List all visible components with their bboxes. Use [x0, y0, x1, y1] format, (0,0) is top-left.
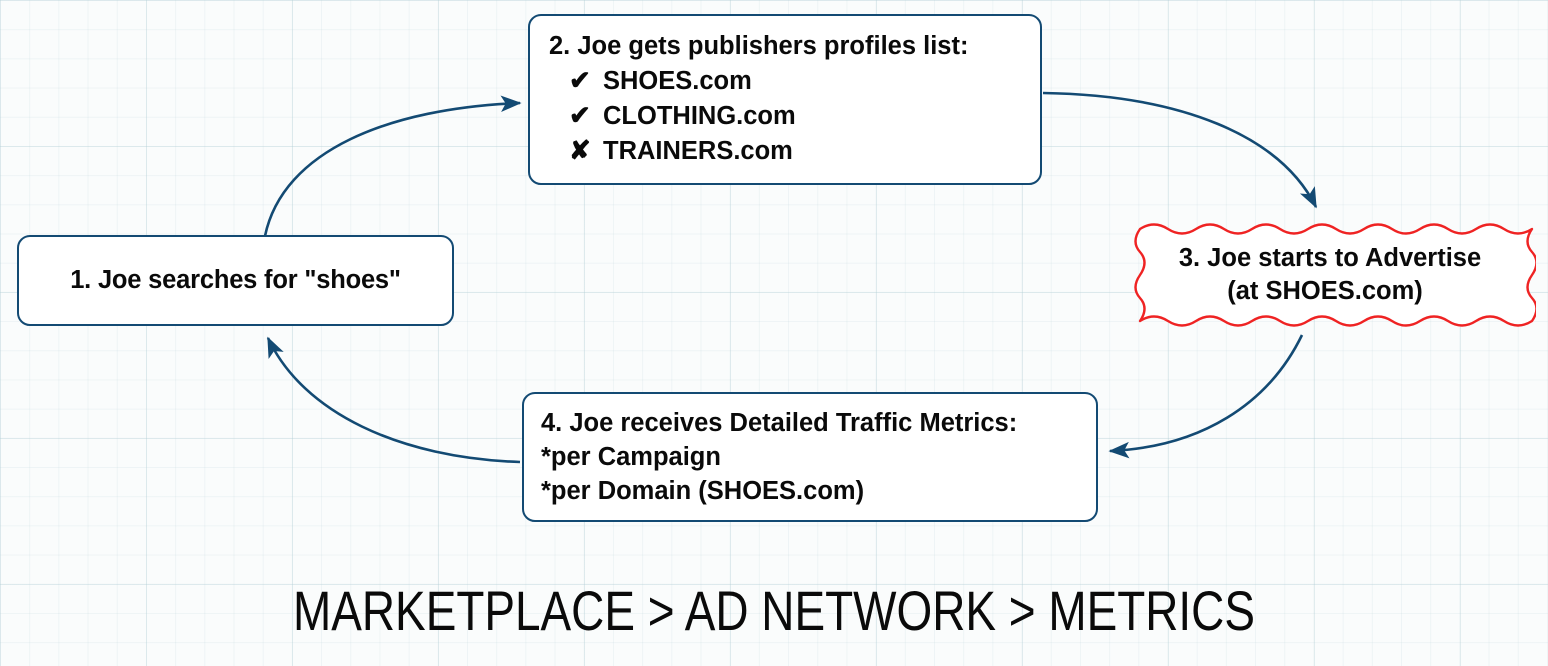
cross-mark-icon: ✘	[569, 135, 591, 165]
step4-line2: *per Campaign	[541, 443, 721, 471]
node-step4-metrics[interactable]: 4. Joe receives Detailed Traffic Metrics…	[522, 392, 1098, 522]
check-mark-icon: ✔	[569, 65, 591, 95]
step3-line1: 3. Joe starts to Advertise	[1178, 244, 1482, 272]
publisher-list: ✔ SHOES.com ✔ CLOTHING.com ✘ TRAINERS.co…	[549, 63, 1040, 168]
step3-line2: (at SHOES.com)	[1227, 277, 1423, 305]
node-step1-search[interactable]: 1. Joe searches for "shoes"	[17, 235, 454, 326]
list-item[interactable]: ✘ TRAINERS.com	[569, 133, 1040, 168]
step1-text: 1. Joe searches for "shoes"	[70, 266, 401, 294]
scalloped-border-shape	[1134, 223, 1536, 327]
step4-line1: 4. Joe receives Detailed Traffic Metrics…	[541, 409, 1018, 437]
step4-line3: *per Domain (SHOES.com)	[541, 477, 865, 505]
step3-text-block: 3. Joe starts to Advertise (at SHOES.com…	[1124, 221, 1536, 329]
publisher-name: TRAINERS.com	[603, 137, 793, 165]
node-step2-publishers[interactable]: 2. Joe gets publishers profiles list: ✔ …	[528, 14, 1042, 185]
node-step3-advertise[interactable]: 3. Joe starts to Advertise (at SHOES.com…	[1124, 221, 1536, 329]
step2-heading: 2. Joe gets publishers profiles list:	[549, 32, 969, 60]
list-item[interactable]: ✔ SHOES.com	[569, 63, 1040, 98]
publisher-name: CLOTHING.com	[603, 102, 796, 130]
diagram-caption: MARKETPLACE > AD NETWORK > METRICS	[293, 579, 1255, 642]
list-item[interactable]: ✔ CLOTHING.com	[569, 98, 1040, 133]
check-mark-icon: ✔	[569, 100, 591, 130]
publisher-name: SHOES.com	[603, 67, 752, 95]
